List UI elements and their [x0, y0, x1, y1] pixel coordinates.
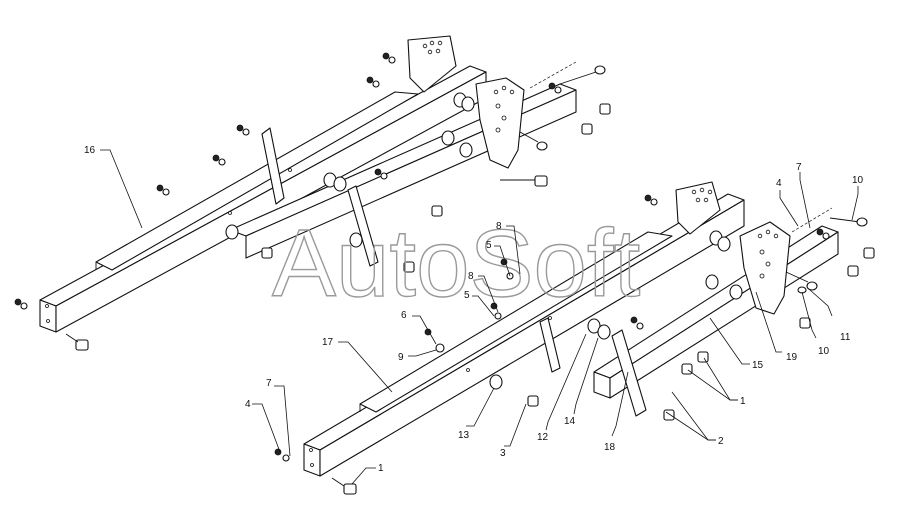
- callout-labels: 16 17 7 4 1 6 9 13 3 12 14 18 2 1 15 19 …: [84, 145, 864, 474]
- callout-13: 13: [458, 430, 470, 441]
- callout-1: 1: [378, 463, 384, 474]
- callout-8-lower: 8: [468, 271, 474, 282]
- callout-7-right: 7: [796, 162, 802, 173]
- callout-10: 10: [852, 175, 864, 186]
- callout-8: 8: [496, 221, 502, 232]
- callout-6: 6: [401, 310, 407, 321]
- upper-rear-plate: [407, 35, 457, 93]
- callout-5-lower: 5: [464, 290, 470, 301]
- beam-17: [303, 193, 745, 477]
- upper-bushings: [225, 92, 475, 248]
- callout-17: 17: [322, 337, 334, 348]
- callout-1-lower: 1: [740, 396, 746, 407]
- beam-16: [39, 65, 487, 333]
- plate-19: [739, 221, 791, 315]
- leader-lines: [100, 149, 859, 485]
- upper-lock-pin: [519, 61, 606, 151]
- callout-7: 7: [266, 378, 272, 389]
- watermark-text: AutoSoft: [272, 210, 640, 317]
- lower-rear-plate: [675, 181, 721, 235]
- callout-11: 11: [840, 332, 851, 343]
- callout-12: 12: [537, 432, 549, 443]
- bracket-18: [539, 317, 647, 417]
- callout-14: 14: [564, 416, 576, 427]
- callout-5: 5: [486, 240, 492, 251]
- upper-assembly: [14, 35, 611, 351]
- callout-15: 15: [752, 360, 764, 371]
- upper-vertical-bracket: [261, 127, 379, 267]
- lower-bolts: [331, 247, 875, 495]
- callout-9: 9: [398, 352, 404, 363]
- callout-4-right: 4: [776, 178, 782, 189]
- lower-assembly: [274, 181, 875, 495]
- callout-16: 16: [84, 145, 96, 156]
- callout-3: 3: [500, 448, 506, 459]
- callout-19: 19: [786, 352, 798, 363]
- callout-4: 4: [245, 399, 251, 410]
- lower-bushings: [489, 230, 743, 390]
- lower-lock-pin: [785, 207, 868, 294]
- callout-18: 18: [604, 442, 616, 453]
- upper-front-plate: [475, 77, 525, 169]
- callout-2: 2: [718, 436, 724, 447]
- callout-10-lower: 10: [818, 346, 830, 357]
- upper-nuts-washers: [14, 52, 562, 310]
- upper-bolts: [65, 103, 611, 351]
